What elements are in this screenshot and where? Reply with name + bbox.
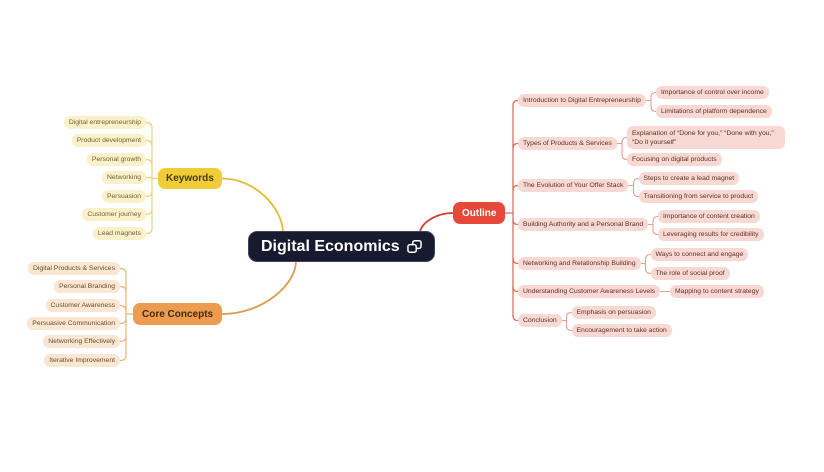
outline-subtopic[interactable]: Mapping to content strategy <box>670 285 764 298</box>
outline-topic[interactable]: Types of Products & Services <box>518 137 617 150</box>
connector-line <box>621 136 628 144</box>
connector-line <box>145 227 153 235</box>
outline-subtopic[interactable]: Encouragement to take action <box>571 324 672 337</box>
connector-line <box>221 177 284 234</box>
keyword-item[interactable]: Customer journey <box>82 208 146 221</box>
keyword-item[interactable]: Lead magnets <box>92 227 146 240</box>
linked-content-icon <box>406 240 422 253</box>
outline-subtopic[interactable]: Emphasis on persuasion <box>571 306 656 319</box>
connector-line <box>565 311 573 319</box>
outline-subtopic[interactable]: Importance of control over income <box>656 86 769 99</box>
connector-line <box>632 177 640 185</box>
connector-line <box>419 212 454 234</box>
outline-topic[interactable]: Introduction to Digital Entrepreneurship <box>518 94 646 107</box>
keyword-item[interactable]: Product development <box>71 134 146 147</box>
core-concept-item[interactable]: Iterative Improvement <box>44 354 120 367</box>
outline-subtopic[interactable]: Ways to connect and engage <box>650 248 749 261</box>
core-concept-item[interactable]: Networking Effectively <box>43 335 120 348</box>
connector-line <box>632 190 640 198</box>
central-topic-label: Digital Economics <box>261 237 400 255</box>
central-topic-node[interactable]: Digital Economics <box>248 231 435 262</box>
branch-label: Keywords <box>166 173 214 184</box>
connector-line <box>145 121 153 129</box>
outline-subtopic[interactable]: Leveraging results for credibility <box>658 228 764 241</box>
keyword-item[interactable]: Persuasion <box>101 190 146 203</box>
branch-node-core-concepts[interactable]: Core Concepts <box>133 303 223 325</box>
connector-line <box>650 105 657 113</box>
core-concept-item[interactable]: Personal Branding <box>54 280 120 293</box>
outline-subtopic[interactable]: Steps to create a lead magnet <box>638 172 740 185</box>
branch-label: Core Concepts <box>142 308 214 320</box>
connector-line <box>145 190 153 198</box>
connector-line <box>145 208 153 216</box>
connector-line <box>621 153 628 161</box>
outline-subtopic[interactable]: Explanation of “Done for you,” “Done wit… <box>627 126 785 150</box>
connector-line <box>652 215 659 223</box>
connector-line <box>145 158 153 166</box>
connector-line <box>119 267 127 275</box>
keyword-item[interactable]: Digital entrepreneurship <box>63 116 146 129</box>
branch-label: Outline <box>462 207 497 219</box>
connector-line <box>512 99 519 107</box>
outline-topic[interactable]: Building Authority and a Personal Brand <box>518 218 649 231</box>
outline-subtopic[interactable]: Transitioning from service to product <box>638 190 759 203</box>
connector-line <box>119 304 127 312</box>
core-concept-item[interactable]: Customer Awareness <box>45 299 120 312</box>
connector-line <box>145 139 153 147</box>
core-concept-item[interactable]: Persuasive Communication <box>27 317 120 330</box>
outline-topic[interactable]: Networking and Relationship Building <box>518 257 641 270</box>
branch-node-keywords[interactable]: Keywords <box>158 168 222 189</box>
keyword-item[interactable]: Personal growth <box>86 153 146 166</box>
connector-line <box>119 335 127 343</box>
outline-subtopic[interactable]: Importance of content creation <box>658 210 760 223</box>
connector-line <box>512 314 519 322</box>
connector-line <box>644 253 652 261</box>
outline-topic[interactable]: Understanding Customer Awareness Levels <box>518 285 661 298</box>
connector-line <box>652 228 659 236</box>
connector-line <box>221 260 297 315</box>
connector-line <box>119 285 127 293</box>
connector-line <box>119 317 127 325</box>
connector-line <box>644 267 652 275</box>
core-concept-item[interactable]: Digital Products & Services <box>28 262 120 275</box>
outline-topic[interactable]: Conclusion <box>518 314 562 327</box>
connector-line <box>565 324 573 332</box>
outline-topic[interactable]: The Evolution of Your Offer Stack <box>518 179 629 192</box>
outline-subtopic[interactable]: The role of social proof <box>650 267 730 280</box>
outline-subtopic[interactable]: Limitations of platform dependence <box>656 105 772 118</box>
keyword-item[interactable]: Networking <box>102 171 146 184</box>
outline-subtopic[interactable]: Focusing on digital products <box>627 153 722 166</box>
connector-line <box>650 91 657 99</box>
connector-line <box>119 354 127 362</box>
branch-node-outline[interactable]: Outline <box>453 202 506 224</box>
